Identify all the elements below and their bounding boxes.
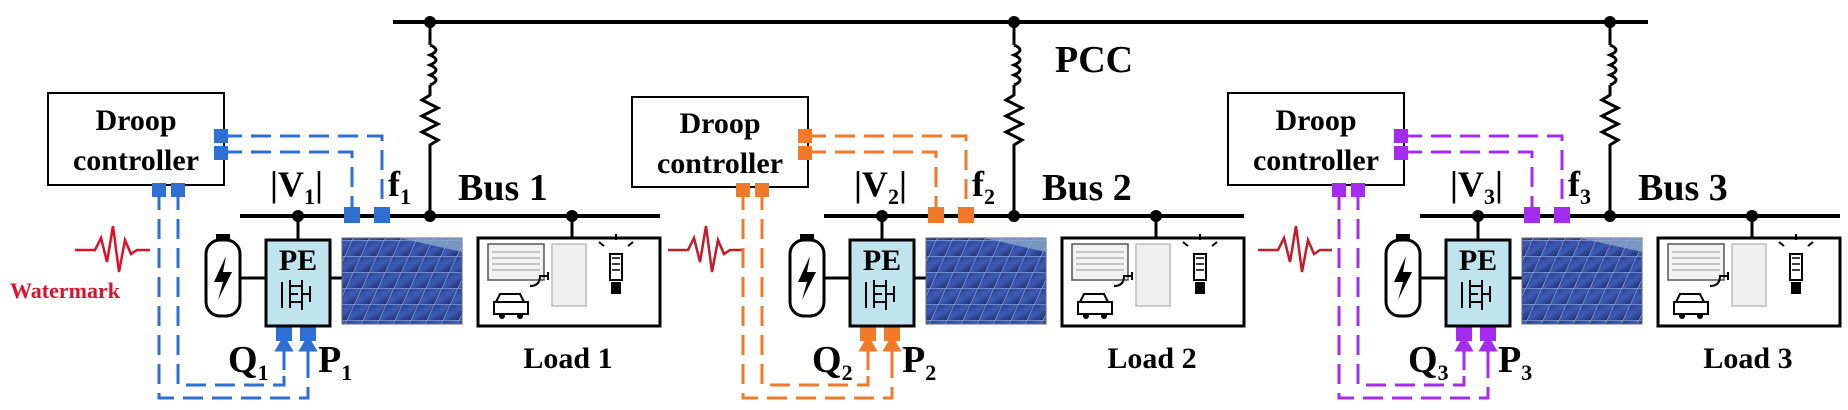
qp-arrows-1 (274, 335, 318, 370)
f-label-1: f1 (388, 164, 411, 209)
battery-icon-1 (204, 234, 242, 318)
qp-arrows-3 (1454, 335, 1498, 370)
droop-controller-1-line1: Droop (95, 104, 176, 137)
dryer-icon-1 (551, 243, 587, 307)
bus-3-label: Bus 3 (1638, 167, 1728, 209)
droop-controller-2-line2: controller (657, 147, 783, 180)
load-label-3: Load 3 (1703, 342, 1792, 375)
droop-controller-3 (1227, 92, 1405, 186)
mosfet-icon-2 (865, 280, 895, 310)
bus-2-label: Bus 2 (1042, 167, 1132, 209)
pe-label-2: PE (863, 244, 901, 277)
line-impedance-1 (418, 16, 442, 216)
pe-converter-2 (848, 238, 916, 328)
battery-icon-2 (788, 234, 826, 318)
light-bulb-icon-1 (598, 234, 634, 294)
pe-label-1: PE (279, 244, 317, 277)
air-conditioner-icon-2 (1071, 243, 1129, 281)
droop-controller-2 (631, 96, 809, 188)
load-label-1: Load 1 (523, 342, 612, 375)
v-label-3: |V3| (1450, 164, 1503, 209)
line-impedance-2 (1002, 16, 1026, 216)
unit-3: Bus 3 Droop controller |V3| f3 (1227, 16, 1842, 400)
dryer-icon-2 (1135, 243, 1171, 307)
unit-2: Bus 2 Droop controller |V2| f2 (631, 16, 1246, 400)
bus-1-label: Bus 1 (458, 167, 548, 209)
qp-arrows-2 (858, 335, 902, 370)
line-impedance-3 (1598, 16, 1622, 216)
f-label-3: f3 (1568, 164, 1591, 209)
signal-ports-3 (1332, 129, 1570, 341)
unit-1: Bus 1 Droop controller |V1| f1 (47, 16, 662, 400)
signal-icon-2 (668, 225, 742, 273)
signal-ports-1 (152, 129, 390, 341)
droop-controller-1-line2: controller (73, 144, 199, 177)
light-bulb-icon-3 (1778, 234, 1814, 294)
solar-panel-1 (341, 237, 463, 325)
p-label-2: P2 (902, 339, 936, 385)
pe-converter-3 (1444, 238, 1512, 328)
light-bulb-icon-2 (1182, 234, 1218, 294)
watermark-text: Watermark (10, 278, 121, 303)
droop-controller-2-line1: Droop (679, 107, 760, 140)
ev-icon-2 (1077, 272, 1133, 319)
q-label-2: Q2 (812, 339, 853, 385)
solar-panel-2 (925, 237, 1047, 325)
p-label-3: P3 (1498, 339, 1532, 385)
v-label-1: |V1| (270, 164, 323, 209)
mosfet-icon-3 (1461, 280, 1491, 310)
droop-controller-3-line2: controller (1253, 144, 1379, 177)
droop-controller-1 (47, 92, 225, 186)
p-label-1: P1 (318, 339, 352, 385)
ev-icon-1 (493, 272, 549, 319)
watermark-mark: Watermark (10, 225, 150, 303)
q-label-3: Q3 (1408, 339, 1449, 385)
dryer-icon-3 (1731, 243, 1767, 307)
signal-icon-3 (1258, 225, 1332, 273)
f-label-2: f2 (972, 164, 995, 209)
air-conditioner-icon-1 (487, 243, 545, 281)
solar-panel-3 (1521, 237, 1643, 325)
pe-converter-1 (264, 238, 332, 328)
pcc-label: PCC (1055, 39, 1133, 81)
signal-ports-2 (736, 129, 974, 341)
battery-icon-3 (1384, 234, 1422, 318)
air-conditioner-icon-3 (1667, 243, 1725, 281)
ev-icon-3 (1673, 272, 1729, 319)
pe-label-3: PE (1459, 244, 1497, 277)
mosfet-icon-1 (281, 280, 311, 310)
q-label-1: Q1 (228, 339, 269, 385)
droop-controller-3-line1: Droop (1275, 104, 1356, 137)
v-label-2: |V2| (854, 164, 907, 209)
load-label-2: Load 2 (1107, 342, 1196, 375)
